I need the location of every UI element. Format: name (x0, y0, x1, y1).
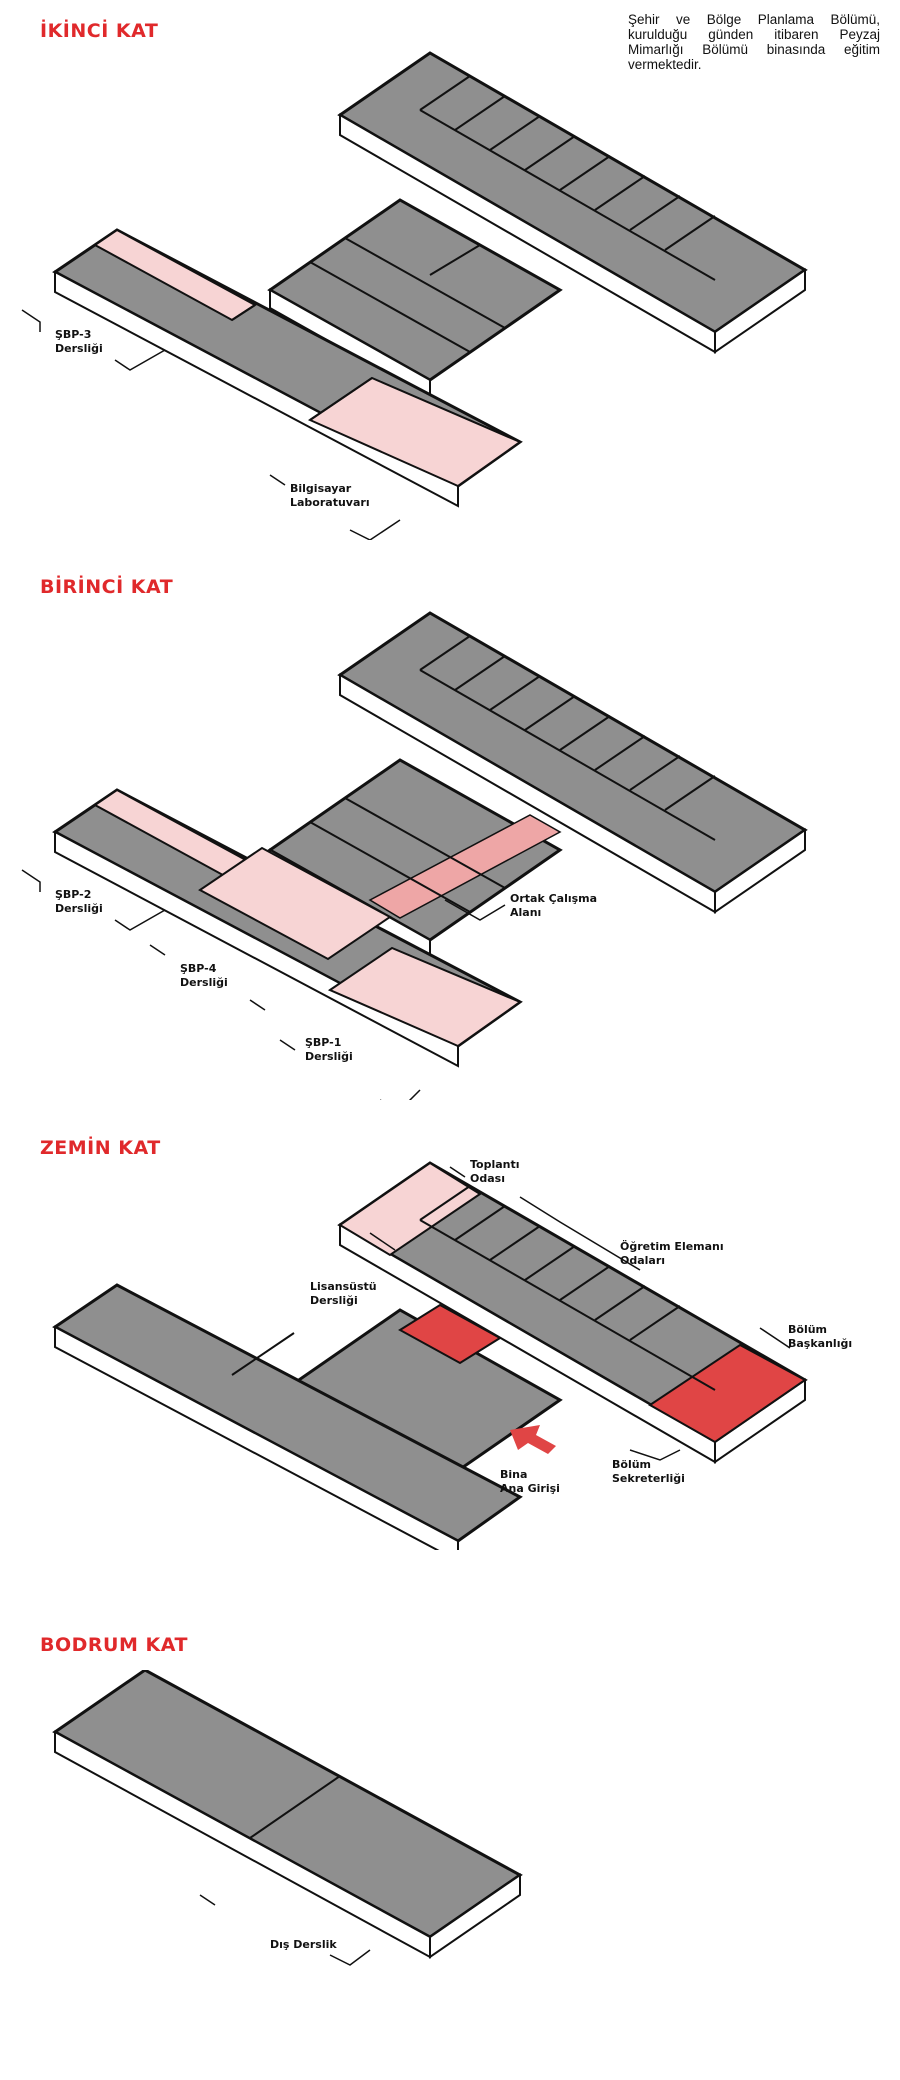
wing-west (52, 788, 523, 1068)
wing-center (267, 198, 563, 400)
wing-east (337, 611, 808, 914)
floor-title-first: BİRİNCİ KAT (40, 576, 174, 598)
leader-lines (21, 869, 506, 1100)
floor-title-basement: BODRUM KAT (40, 1634, 188, 1656)
wing-east (337, 1161, 808, 1464)
entrance-arrow-icon (510, 1425, 556, 1454)
leader-lines (199, 1894, 371, 1966)
floor-title-ground: ZEMİN KAT (40, 1137, 161, 1159)
wing-east (337, 51, 808, 354)
wing-basement (52, 1670, 523, 1959)
floor-plan-basement: Dış Derslik (52, 1670, 523, 1966)
floor-title-second: İKİNCİ KAT (40, 20, 159, 42)
wing-west (52, 228, 523, 508)
wing-west (52, 1283, 523, 1550)
label-outer-classroom: Dış Derslik (270, 1938, 337, 1951)
leader-lines (21, 309, 401, 540)
leader-lines (369, 1166, 791, 1461)
intro-text: Şehir ve Bölge Planlama Bölümü, kurulduğ… (628, 12, 880, 72)
